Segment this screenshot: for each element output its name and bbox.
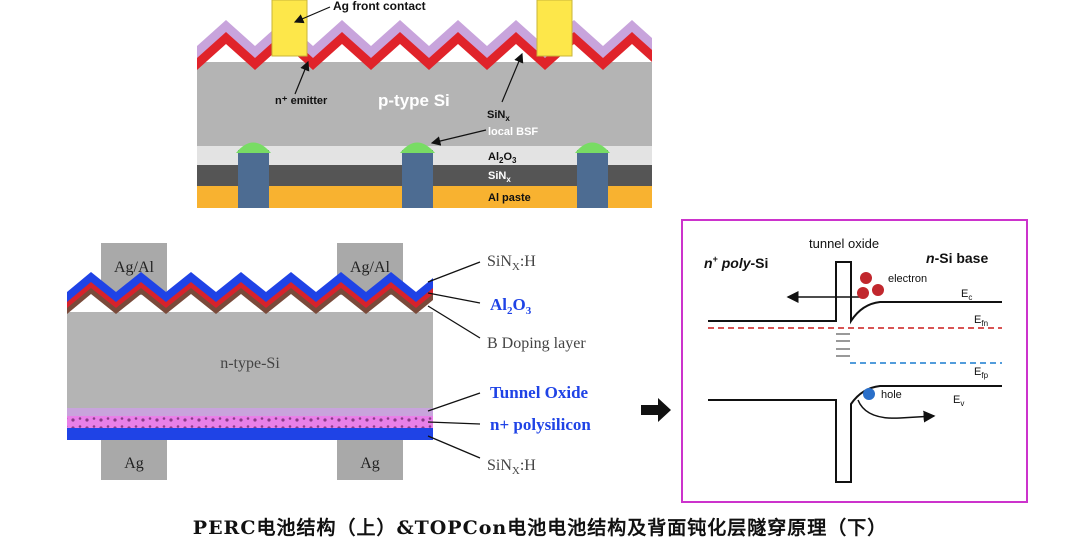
topcon-brown-zigzag: [67, 284, 433, 314]
perc-ag-contact-right: [536, 0, 573, 57]
topcon-label-sinx-h-top: SiNX:H: [487, 253, 536, 273]
perc-structure: Ag front contact n⁺ emitter p-type Si Si…: [197, 0, 652, 208]
topcon-leader-tunnel-oxide: [427, 392, 481, 412]
topcon-leader-sinx-top: [427, 261, 481, 283]
perc-ag-contact-left: [271, 0, 308, 57]
topcon-rear-sinx-layer: [67, 428, 433, 440]
topcon-label-b-doping: B Doping layer: [487, 335, 586, 352]
perc-rear-contact-1: [238, 150, 269, 208]
valence-band-line: [708, 385, 1002, 483]
band-label-n-poly-si: n+ poly-Si: [704, 254, 768, 271]
topcon-silicon-bulk: [67, 312, 433, 408]
band-label-n-si-base: n-Si base: [926, 250, 988, 266]
topcon-al2o3-red-zigzag: [67, 277, 433, 308]
right-arrow-icon: [641, 398, 671, 422]
band-label-hole: hole: [881, 389, 902, 401]
perc-label-local-bsf: local BSF: [488, 126, 538, 138]
topcon-leader-sinx-bottom: [427, 435, 481, 459]
topcon-ag-contact-left: [101, 440, 167, 480]
topcon-leader-n-polysilicon: [427, 421, 481, 425]
figure-caption: PERC电池结构（上）&TOPCon电池电池结构及背面钝化层隧穿原理（下）: [192, 517, 888, 539]
topcon-label-n-polysilicon: n+ polysilicon: [490, 415, 591, 434]
perc-label-ag-front-contact: Ag front contact: [333, 0, 426, 13]
topcon-label-sinx-h-bottom: SiNX:H: [487, 457, 536, 477]
topcon-label-n-type: n-type-Si: [220, 355, 280, 372]
topcon-label-tunnel-oxide: Tunnel Oxide: [490, 383, 589, 402]
perc-bsf-2: [400, 142, 435, 153]
band-label-efp: Efp: [974, 366, 989, 380]
hole-dot: [863, 388, 875, 400]
perc-label-sinx: SiNx: [487, 109, 510, 123]
electron-dot-1: [860, 272, 872, 284]
hole-flow-arrow: [857, 399, 936, 423]
topcon-leader-b-doping: [427, 305, 481, 339]
perc-emitter-zigzag: [197, 32, 652, 70]
perc-rear-contact-2: [402, 150, 433, 208]
perc-label-p-type: p-type Si: [378, 91, 450, 110]
topcon-label-ag-al-left: Ag/Al: [114, 259, 155, 276]
band-label-ec: Ec: [961, 288, 972, 302]
band-label-tunnel-oxide: tunnel oxide: [809, 236, 879, 251]
topcon-label-ag-right: Ag: [360, 455, 380, 472]
perc-bsf-3: [575, 142, 610, 153]
perc-label-al-paste: Al paste: [488, 192, 531, 204]
topcon-label-al2o3: Al2O3: [490, 295, 532, 317]
perc-silicon-bulk: [197, 62, 652, 146]
topcon-n-polysilicon-layer: [67, 416, 433, 428]
band-diagram-frame: [681, 219, 1028, 503]
topcon-tunnel-oxide-layer: [67, 408, 433, 416]
band-label-efn: Efn: [974, 314, 988, 328]
topcon-label-ag-al-right: Ag/Al: [350, 259, 391, 276]
topcon-leader-al2o3: [427, 292, 481, 304]
perc-bsf-1: [236, 142, 271, 153]
conduction-band-line: [708, 261, 1002, 325]
band-label-ev: Ev: [953, 394, 964, 408]
topcon-label-ag-left: Ag: [124, 455, 144, 472]
perc-leader-bsf: [430, 129, 487, 146]
band-label-electron: electron: [888, 273, 927, 285]
electron-dot-2: [872, 284, 884, 296]
perc-label-n-emitter: n⁺ emitter: [275, 95, 328, 107]
band-diagram: tunnel oxide n+ poly-Si n-Si base electr…: [681, 219, 1028, 503]
perc-leader-ag: [293, 6, 331, 24]
perc-leader-sinx: [501, 52, 524, 103]
topcon-sinx-blue-zigzag: [67, 272, 433, 302]
perc-label-al2o3: Al2O3: [488, 151, 517, 165]
perc-label-rear-sinx: SiNx: [488, 170, 511, 184]
electron-dot-3: [857, 287, 869, 299]
topcon-structure: Ag/Al Ag/Al n-type-Si Ag Ag SiNX:H Al2O3…: [67, 243, 591, 480]
topcon-ag-contact-right: [337, 440, 403, 480]
perc-rear-contact-3: [577, 150, 608, 208]
perc-leader-emitter: [294, 60, 310, 95]
